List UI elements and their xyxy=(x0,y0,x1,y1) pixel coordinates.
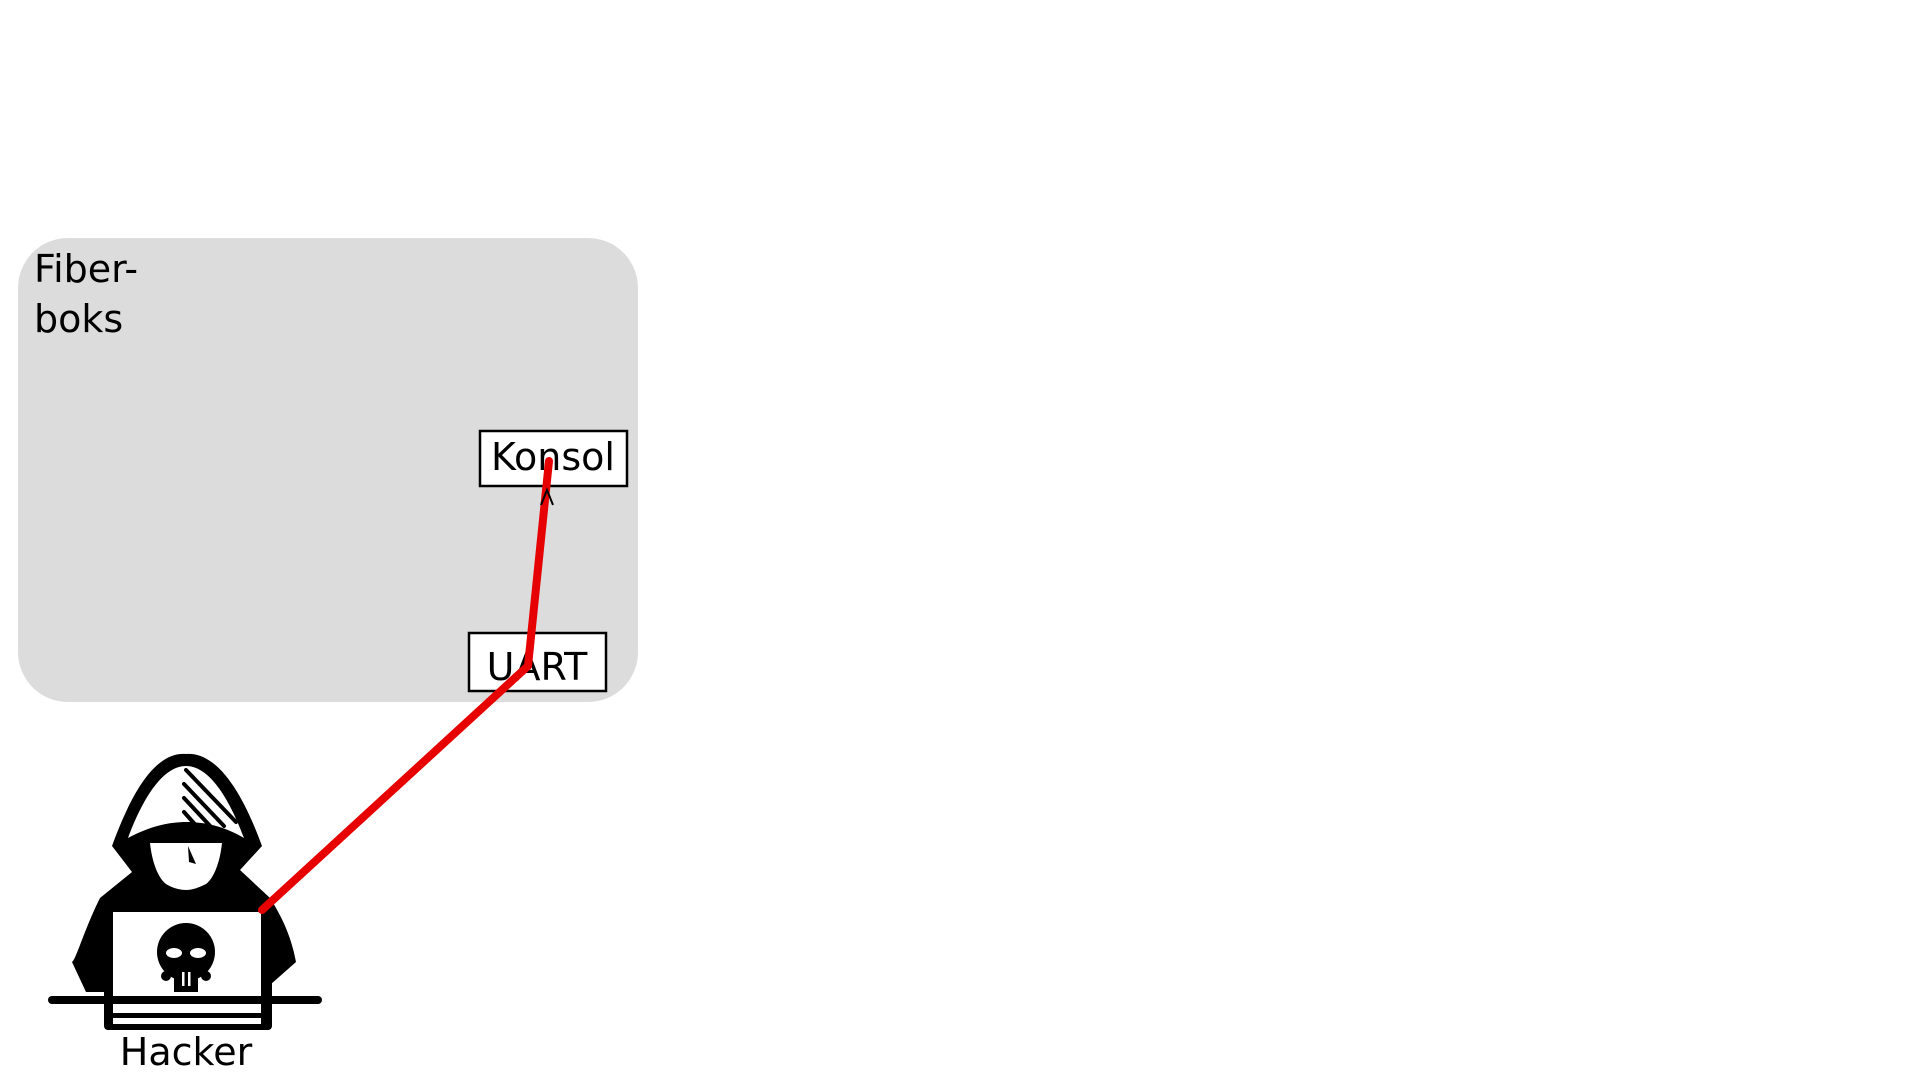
console-box xyxy=(478,429,629,488)
uart-node: UART xyxy=(467,631,608,693)
fiber-box-group: Fiber- boks xyxy=(18,238,638,702)
uart-label: UART xyxy=(487,645,588,689)
console-node: Konsol xyxy=(478,429,629,488)
fiber-box-title-line1: Fiber- xyxy=(34,247,138,291)
attack-path xyxy=(258,457,554,914)
hacker-label: Hacker xyxy=(120,1030,253,1074)
fiber-box xyxy=(18,238,638,702)
fiber-box-title-line2: boks xyxy=(34,297,123,341)
console-label: Konsol xyxy=(491,435,615,479)
hacker-icon xyxy=(48,753,322,1030)
uart-box xyxy=(467,631,608,693)
attack-path-line xyxy=(258,457,553,914)
attack-path-arrowhead xyxy=(540,487,554,506)
